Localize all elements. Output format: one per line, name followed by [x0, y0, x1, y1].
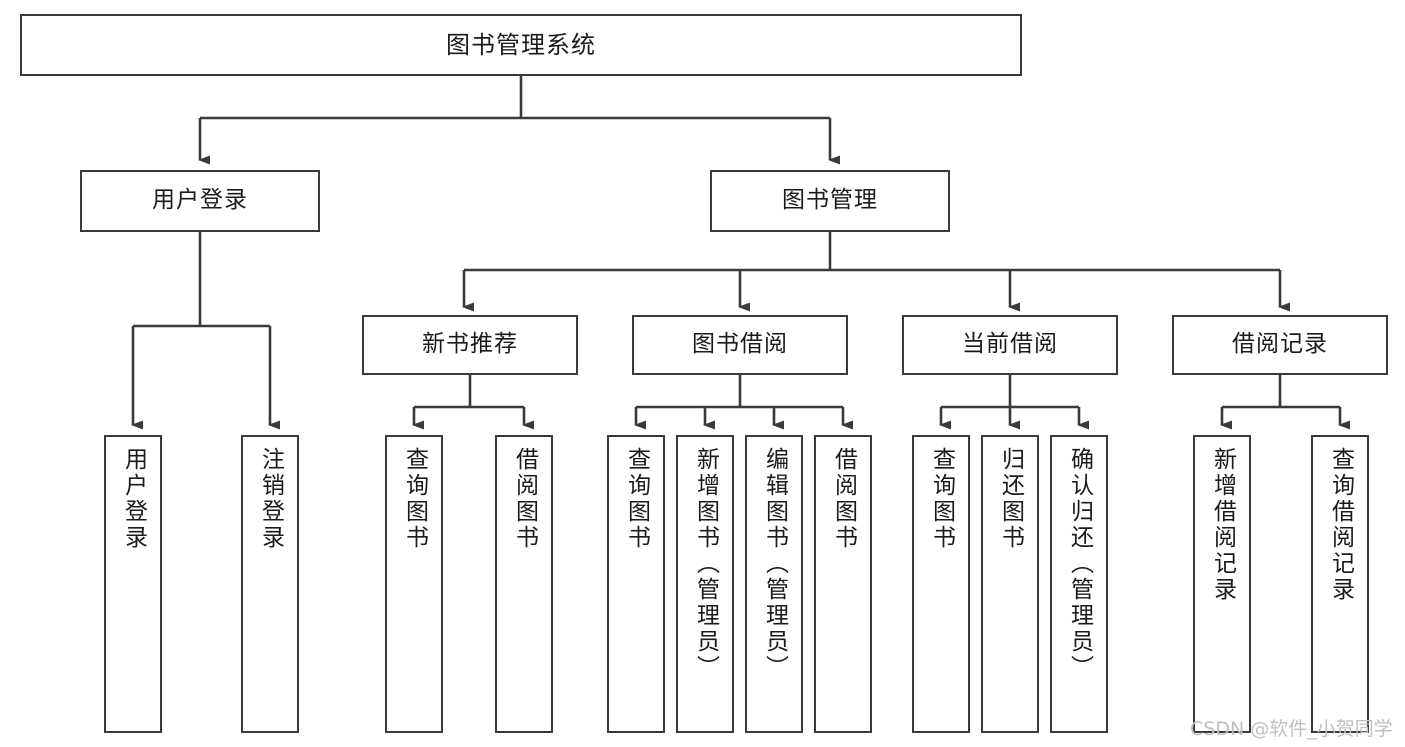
node-label: 查询图书 [928, 447, 955, 551]
node-root-book-management-system[interactable]: 图书管理系统 [20, 14, 1022, 76]
node-leaf-query-book-3[interactable]: 查询图书 [912, 435, 970, 733]
node-label: 查询图书 [623, 447, 650, 551]
node-leaf-add-book[interactable]: 新增图书（管理员） [676, 435, 734, 733]
node-label: 编辑图书（管理员） [761, 447, 788, 681]
node-label: 当前借阅 [962, 331, 1058, 358]
node-leaf-query-borrow-record[interactable]: 查询借阅记录 [1311, 435, 1369, 733]
node-label: 借阅图书 [511, 447, 538, 551]
node-borrowing-record[interactable]: 借阅记录 [1172, 315, 1388, 375]
node-label: 借阅记录 [1232, 331, 1328, 358]
node-label: 查询借阅记录 [1327, 447, 1354, 603]
node-label: 新增图书（管理员） [692, 447, 719, 681]
node-label: 图书管理系统 [446, 30, 596, 59]
csdn-watermark: CSDN @软件_小贺同学 [1190, 718, 1393, 740]
node-user-login[interactable]: 用户登录 [80, 170, 320, 232]
node-leaf-query-book-2[interactable]: 查询图书 [607, 435, 665, 733]
node-label: 用户登录 [152, 187, 248, 214]
node-label: 注销登录 [257, 447, 284, 551]
node-leaf-user-login[interactable]: 用户登录 [104, 435, 162, 733]
node-label: 归还图书 [997, 447, 1024, 551]
node-label: 确认归还（管理员） [1066, 447, 1093, 681]
node-leaf-confirm-return[interactable]: 确认归还（管理员） [1050, 435, 1108, 733]
node-leaf-borrow-book-2[interactable]: 借阅图书 [814, 435, 872, 733]
node-leaf-query-book-1[interactable]: 查询图书 [385, 435, 443, 733]
node-label: 借阅图书 [830, 447, 857, 551]
node-new-book-recommendation[interactable]: 新书推荐 [362, 315, 578, 375]
node-leaf-edit-book[interactable]: 编辑图书（管理员） [745, 435, 803, 733]
node-label: 图书借阅 [692, 331, 788, 358]
node-label: 新增借阅记录 [1209, 447, 1236, 603]
node-label: 用户登录 [120, 447, 147, 551]
node-label: 图书管理 [782, 187, 878, 214]
node-leaf-borrow-book-1[interactable]: 借阅图书 [495, 435, 553, 733]
node-leaf-add-borrow-record[interactable]: 新增借阅记录 [1193, 435, 1251, 733]
node-book-management[interactable]: 图书管理 [710, 170, 950, 232]
node-book-borrowing[interactable]: 图书借阅 [632, 315, 848, 375]
node-current-borrowing[interactable]: 当前借阅 [902, 315, 1118, 375]
node-leaf-return-book[interactable]: 归还图书 [981, 435, 1039, 733]
node-label: 查询图书 [401, 447, 428, 551]
node-leaf-logout[interactable]: 注销登录 [241, 435, 299, 733]
node-label: 新书推荐 [422, 331, 518, 358]
